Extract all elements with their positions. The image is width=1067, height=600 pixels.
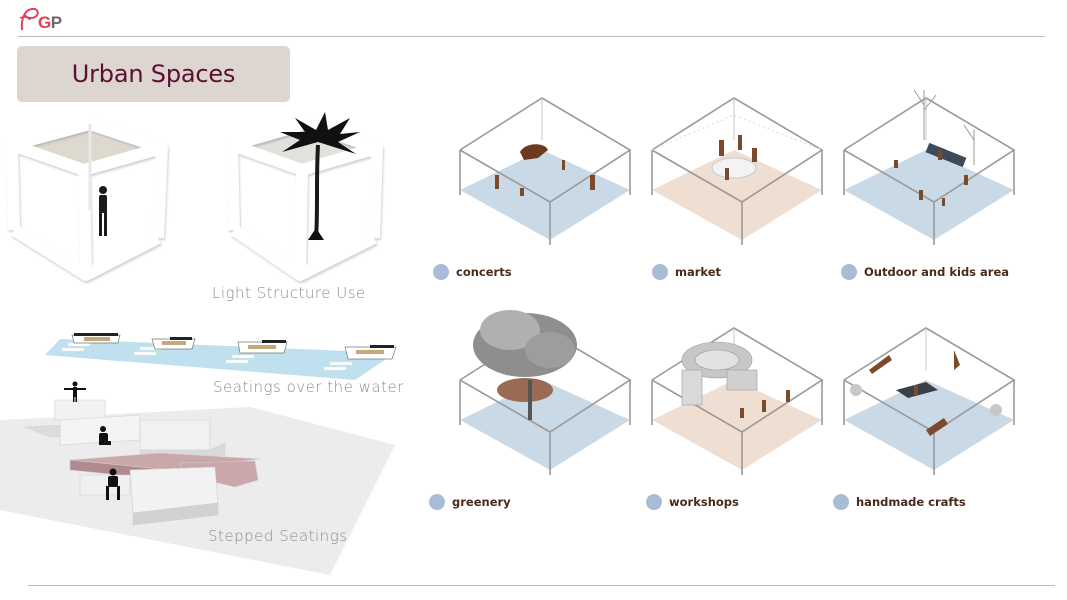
person-silhouette-icon <box>106 468 120 500</box>
tree-icon <box>913 89 975 165</box>
legend-item: Outdoor and kids area <box>841 264 1009 280</box>
title-box: Urban Spaces <box>17 46 290 102</box>
caption-seatings-water: Seatings over the water <box>213 378 404 396</box>
person-silhouette-icon <box>99 426 111 445</box>
legend-dot-icon <box>429 494 445 510</box>
stepped-seatings-illustration <box>0 381 395 575</box>
legend-label: Outdoor and kids area <box>864 265 1010 279</box>
legend-item: handmade crafts <box>833 494 966 510</box>
cube-handmade-crafts <box>843 327 1015 476</box>
legend-label: workshops <box>669 495 739 509</box>
legend-dot-icon <box>841 264 857 280</box>
person-silhouette-icon <box>64 381 86 402</box>
page-title: Urban Spaces <box>71 60 236 88</box>
cube-outdoor-kids <box>843 89 1015 246</box>
cube-market <box>651 97 823 246</box>
cube-concerts <box>459 97 631 246</box>
footer-divider <box>28 585 1055 586</box>
legend-label: market <box>675 265 722 279</box>
legend-dot-icon <box>646 494 662 510</box>
legend-dot-icon <box>652 264 668 280</box>
cube-palm <box>226 112 383 281</box>
water-bench <box>151 337 196 350</box>
caption-light-structure: Light Structure Use <box>212 284 366 302</box>
cube-greenery <box>459 310 631 476</box>
legend-item: workshops <box>646 494 739 510</box>
cube-person <box>6 118 168 281</box>
cube-workshops <box>651 327 823 476</box>
logo-text-suffix: P <box>50 13 62 32</box>
activity-cubes-illustration <box>459 89 1015 476</box>
seatings-water-illustration <box>45 333 397 380</box>
legend-item: concerts <box>433 264 512 280</box>
water-bench <box>344 345 397 360</box>
header-divider <box>18 36 1045 37</box>
tree-icon <box>473 310 577 420</box>
legend-dot-icon <box>433 264 449 280</box>
water-bench <box>71 333 121 344</box>
light-structure-illustration <box>6 112 383 281</box>
palm-tree-icon <box>280 112 360 241</box>
water-bench <box>237 340 288 354</box>
person-silhouette-icon <box>99 186 107 236</box>
logo-mark-icon <box>19 7 39 31</box>
legend-item: market <box>652 264 721 280</box>
logo-text: GP <box>38 13 62 33</box>
legend-label: concerts <box>456 265 512 279</box>
legend-dot-icon <box>833 494 849 510</box>
legend-label: handmade crafts <box>856 495 966 509</box>
legend-label: greenery <box>452 495 511 509</box>
legend-item: greenery <box>429 494 511 510</box>
caption-stepped: Stepped Seatings <box>208 527 348 545</box>
logo-text-accent: G <box>38 13 51 32</box>
